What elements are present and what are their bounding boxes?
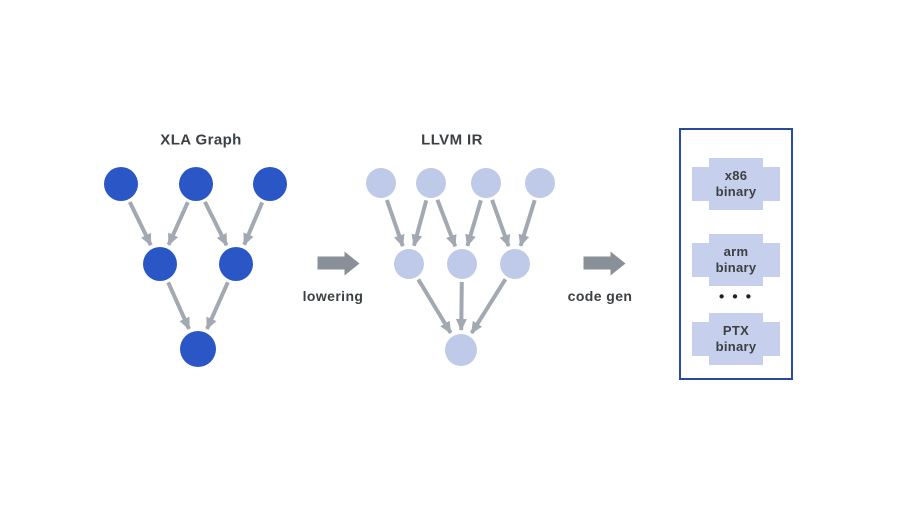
graph-node (416, 168, 446, 198)
code-gen-label: code gen (567, 288, 633, 304)
graph-edge-arrow (205, 281, 230, 330)
lowering-arrow-icon (317, 251, 360, 275)
graph-edge-arrow (416, 278, 453, 334)
graph-edge-arrow (127, 201, 153, 247)
graph-node (445, 334, 477, 366)
graph-edge-arrow (166, 281, 191, 330)
graph-edge-arrow (435, 199, 458, 248)
graph-edge-arrow (242, 201, 265, 246)
graph-node (471, 168, 501, 198)
graph-edge-arrow (203, 200, 229, 247)
ellipsis-dots: • • • (718, 288, 754, 306)
graph-node (143, 247, 177, 281)
graph-edge-arrow (465, 199, 483, 247)
graph-node (219, 247, 253, 281)
arm-binary-label: arm binary (715, 243, 757, 275)
graph-edge-arrow (469, 278, 508, 335)
binaries-box: x86 binary arm binary • • • PTX binary (679, 128, 793, 380)
graph-edge-arrow (384, 199, 405, 247)
graph-edge-arrow (166, 201, 190, 246)
llvm-ir-title: LLVM IR (421, 131, 483, 149)
graph-node (447, 249, 477, 279)
block-arrow-shape (317, 251, 360, 275)
code-gen-arrow-icon (583, 251, 626, 275)
graph-edge-arrow (490, 199, 511, 248)
graph-edge-arrow (455, 281, 467, 332)
ptx-binary-chip: PTX binary (692, 322, 780, 356)
ptx-binary-label: PTX binary (715, 322, 757, 354)
x86-binary-chip: x86 binary (692, 167, 780, 201)
graph-node (366, 168, 396, 198)
graph-node (525, 168, 555, 198)
graph-node (394, 249, 424, 279)
arm-binary-chip: arm binary (692, 243, 780, 277)
graph-node (253, 167, 287, 201)
graph-edge-arrow (518, 199, 537, 247)
xla-graph-title: XLA Graph (160, 131, 242, 149)
x86-binary-label: x86 binary (715, 167, 757, 199)
lowering-label: lowering (302, 288, 364, 304)
graph-node (104, 167, 138, 201)
graph-edge-arrow (411, 199, 429, 247)
graph-node (500, 249, 530, 279)
block-arrow-shape (583, 251, 626, 275)
graph-node (180, 331, 216, 367)
graph-node (179, 167, 213, 201)
